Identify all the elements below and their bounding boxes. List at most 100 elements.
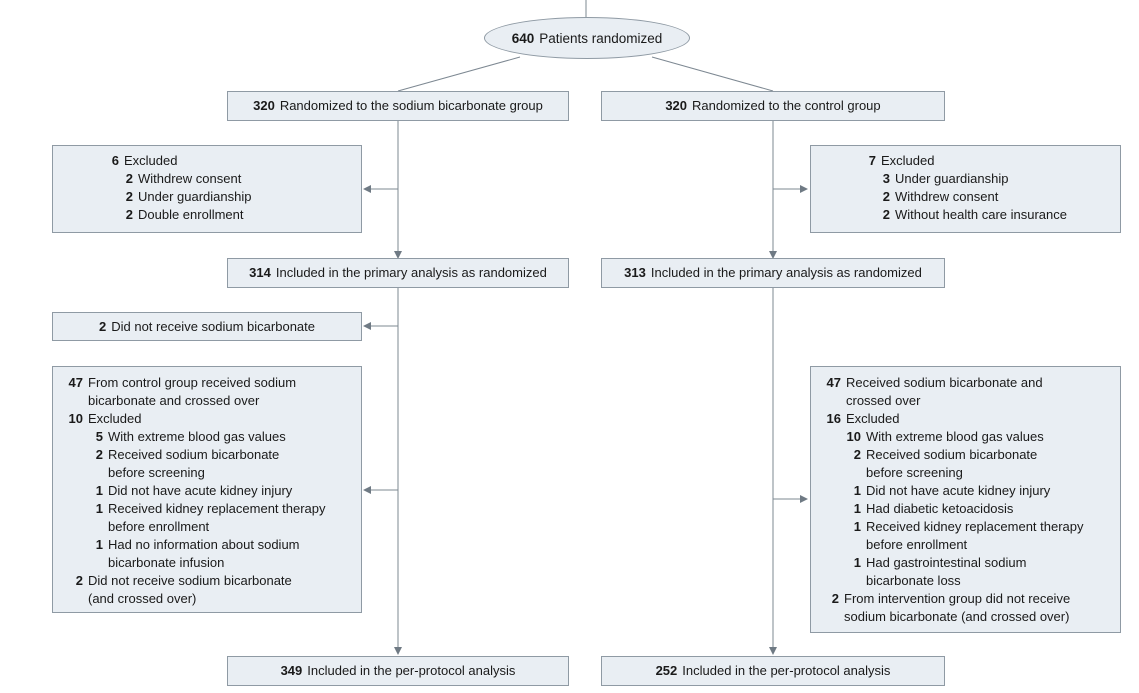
right-excluded-item: 3 Under guardianship <box>874 170 1067 188</box>
item-label: Under guardianship <box>138 189 252 204</box>
item-label: Did not have acute kidney injury <box>108 482 292 500</box>
item-count: 1 <box>853 483 861 498</box>
right-pp-excluded-count: 16 <box>826 411 841 426</box>
right-pp-exclusions-box: 47 Received sodium bicarbonate and cross… <box>810 366 1121 633</box>
left-crossed-over: 47 From control group received sodium bi… <box>63 374 326 410</box>
item-label: Did not receive sodium bicarbonate (and c… <box>88 572 292 608</box>
item-count: 2 <box>853 447 861 462</box>
left-group-label: Randomized to the sodium bicarbonate gro… <box>279 98 543 113</box>
line: bicarbonate loss <box>866 573 961 588</box>
line: Received sodium bicarbonate and <box>846 375 1043 390</box>
line: sodium bicarbonate (and crossed over) <box>844 609 1070 624</box>
line: before screening <box>108 465 205 480</box>
item-label: Without health care insurance <box>895 207 1067 222</box>
right-crossed-text: Received sodium bicarbonate and crossed … <box>846 374 1043 410</box>
right-pp-item: 10 With extreme blood gas values <box>839 428 1084 446</box>
right-group-count: 320 <box>665 98 688 113</box>
line: From intervention group did not receive <box>844 591 1071 606</box>
item-count: 10 <box>846 429 861 444</box>
split-line-left <box>397 56 521 92</box>
left-excluded-label: Excluded <box>124 153 178 168</box>
split-line-right <box>651 56 774 92</box>
item-label: From intervention group did not receive s… <box>844 590 1070 626</box>
randomized-count: 640 <box>511 30 535 46</box>
item-count: 1 <box>853 501 861 516</box>
item-label: With extreme blood gas values <box>866 428 1044 446</box>
right-pp-excluded-header: 16 Excluded <box>821 410 1084 428</box>
left-pp-item: 1 Did not have acute kidney injury <box>87 482 326 500</box>
item-count: 2 <box>125 207 133 222</box>
line: before screening <box>866 465 963 480</box>
left-pp-item: 1 Received kidney replacement therapy bef… <box>87 500 326 536</box>
right-pp-item: 1 Had diabetic ketoacidosis <box>839 500 1084 518</box>
line: Received kidney replacement therapy <box>866 519 1084 534</box>
item-count: 2 <box>882 189 890 204</box>
line: With extreme blood gas values <box>108 429 286 444</box>
right-pp-tail: 2 From intervention group did not receiv… <box>825 590 1084 626</box>
right-group-label: Randomized to the control group <box>692 98 881 113</box>
right-pp-item: 2 Received sodium bicarbonate before scre… <box>839 446 1084 482</box>
line: Received kidney replacement therapy <box>108 501 326 516</box>
item-count: 1 <box>95 501 103 516</box>
left-excluded-count: 6 <box>111 153 119 168</box>
line: bicarbonate infusion <box>108 555 225 570</box>
line: Did not have acute kidney injury <box>866 483 1051 498</box>
line: Received sodium bicarbonate <box>108 447 280 462</box>
item-count: 5 <box>95 429 103 444</box>
item-label: Double enrollment <box>138 207 244 222</box>
left-excluded-item: 2 Under guardianship <box>117 188 252 206</box>
item-label: Received kidney replacement therapy befor… <box>108 500 326 536</box>
right-group-box: 320 Randomized to the control group <box>601 91 945 121</box>
left-perprotocol-box: 349 Included in the per-protocol analysi… <box>227 656 569 686</box>
left-excluded-box: 6 Excluded 2 Withdrew consent 2 Under gu… <box>52 145 362 233</box>
left-excluded-item: 2 Double enrollment <box>117 206 251 224</box>
right-crossed-over: 47 Received sodium bicarbonate and cross… <box>821 374 1084 410</box>
item-count: 2 <box>831 591 839 606</box>
right-pp-excluded-label: Excluded <box>846 411 900 426</box>
item-count: 2 <box>125 189 133 204</box>
line: Did not have acute kidney injury <box>108 483 293 498</box>
right-primary-count: 313 <box>624 265 646 280</box>
right-pp-item: 1 Did not have acute kidney injury <box>839 482 1084 500</box>
line: Did not receive sodium bicarbonate <box>88 573 292 588</box>
left-primary-label: Included in the primary analysis as rand… <box>275 265 547 280</box>
line: (and crossed over) <box>88 591 197 606</box>
left-excluded-item: 2 Withdrew consent <box>117 170 251 188</box>
left-excluded-header: 6 Excluded <box>101 152 251 170</box>
right-excluded-box: 7 Excluded 3 Under guardianship 2 Withdr… <box>810 145 1121 233</box>
left-perprotocol-label: Included in the per-protocol analysis <box>307 663 516 678</box>
item-label: With extreme blood gas values <box>108 428 286 446</box>
right-primary-box: 313 Included in the primary analysis as … <box>601 258 945 288</box>
right-perprotocol-label: Included in the per-protocol analysis <box>682 663 891 678</box>
item-label: Received sodium bicarbonate before screen… <box>108 446 279 482</box>
item-count: 3 <box>882 171 890 186</box>
right-crossed-count: 47 <box>826 375 841 390</box>
line: Received sodium bicarbonate <box>866 447 1038 462</box>
right-perprotocol-box: 252 Included in the per-protocol analysi… <box>601 656 945 686</box>
line: Had diabetic ketoacidosis <box>866 501 1014 516</box>
left-pp-tail: 2 Did not receive sodium bicarbonate(and… <box>69 572 326 608</box>
left-pp-excluded-label: Excluded <box>88 411 142 426</box>
left-not-received-count: 2 <box>98 318 107 334</box>
right-excluded-item: 2 Withdrew consent <box>874 188 1067 206</box>
item-label: Under guardianship <box>895 171 1009 186</box>
left-primary-box: 314 Included in the primary analysis as … <box>227 258 569 288</box>
left-pp-exclusions-box: 47 From control group received sodium bi… <box>52 366 362 613</box>
item-count: 1 <box>853 555 861 570</box>
item-count: 1 <box>95 537 103 552</box>
randomized-label: Patients randomized <box>539 30 663 46</box>
left-not-received-box: 2 Did not receive sodium bicarbonate <box>52 312 362 341</box>
line: bicarbonate and crossed over <box>88 393 260 408</box>
left-group-count: 320 <box>253 98 275 113</box>
item-count: 2 <box>882 207 890 222</box>
item-label: Had diabetic ketoacidosis <box>866 500 1013 518</box>
line: before enrollment <box>108 519 210 534</box>
item-label: Withdrew consent <box>895 189 999 204</box>
line: before enrollment <box>866 537 968 552</box>
item-label: Received kidney replacement therapy befor… <box>866 518 1084 554</box>
